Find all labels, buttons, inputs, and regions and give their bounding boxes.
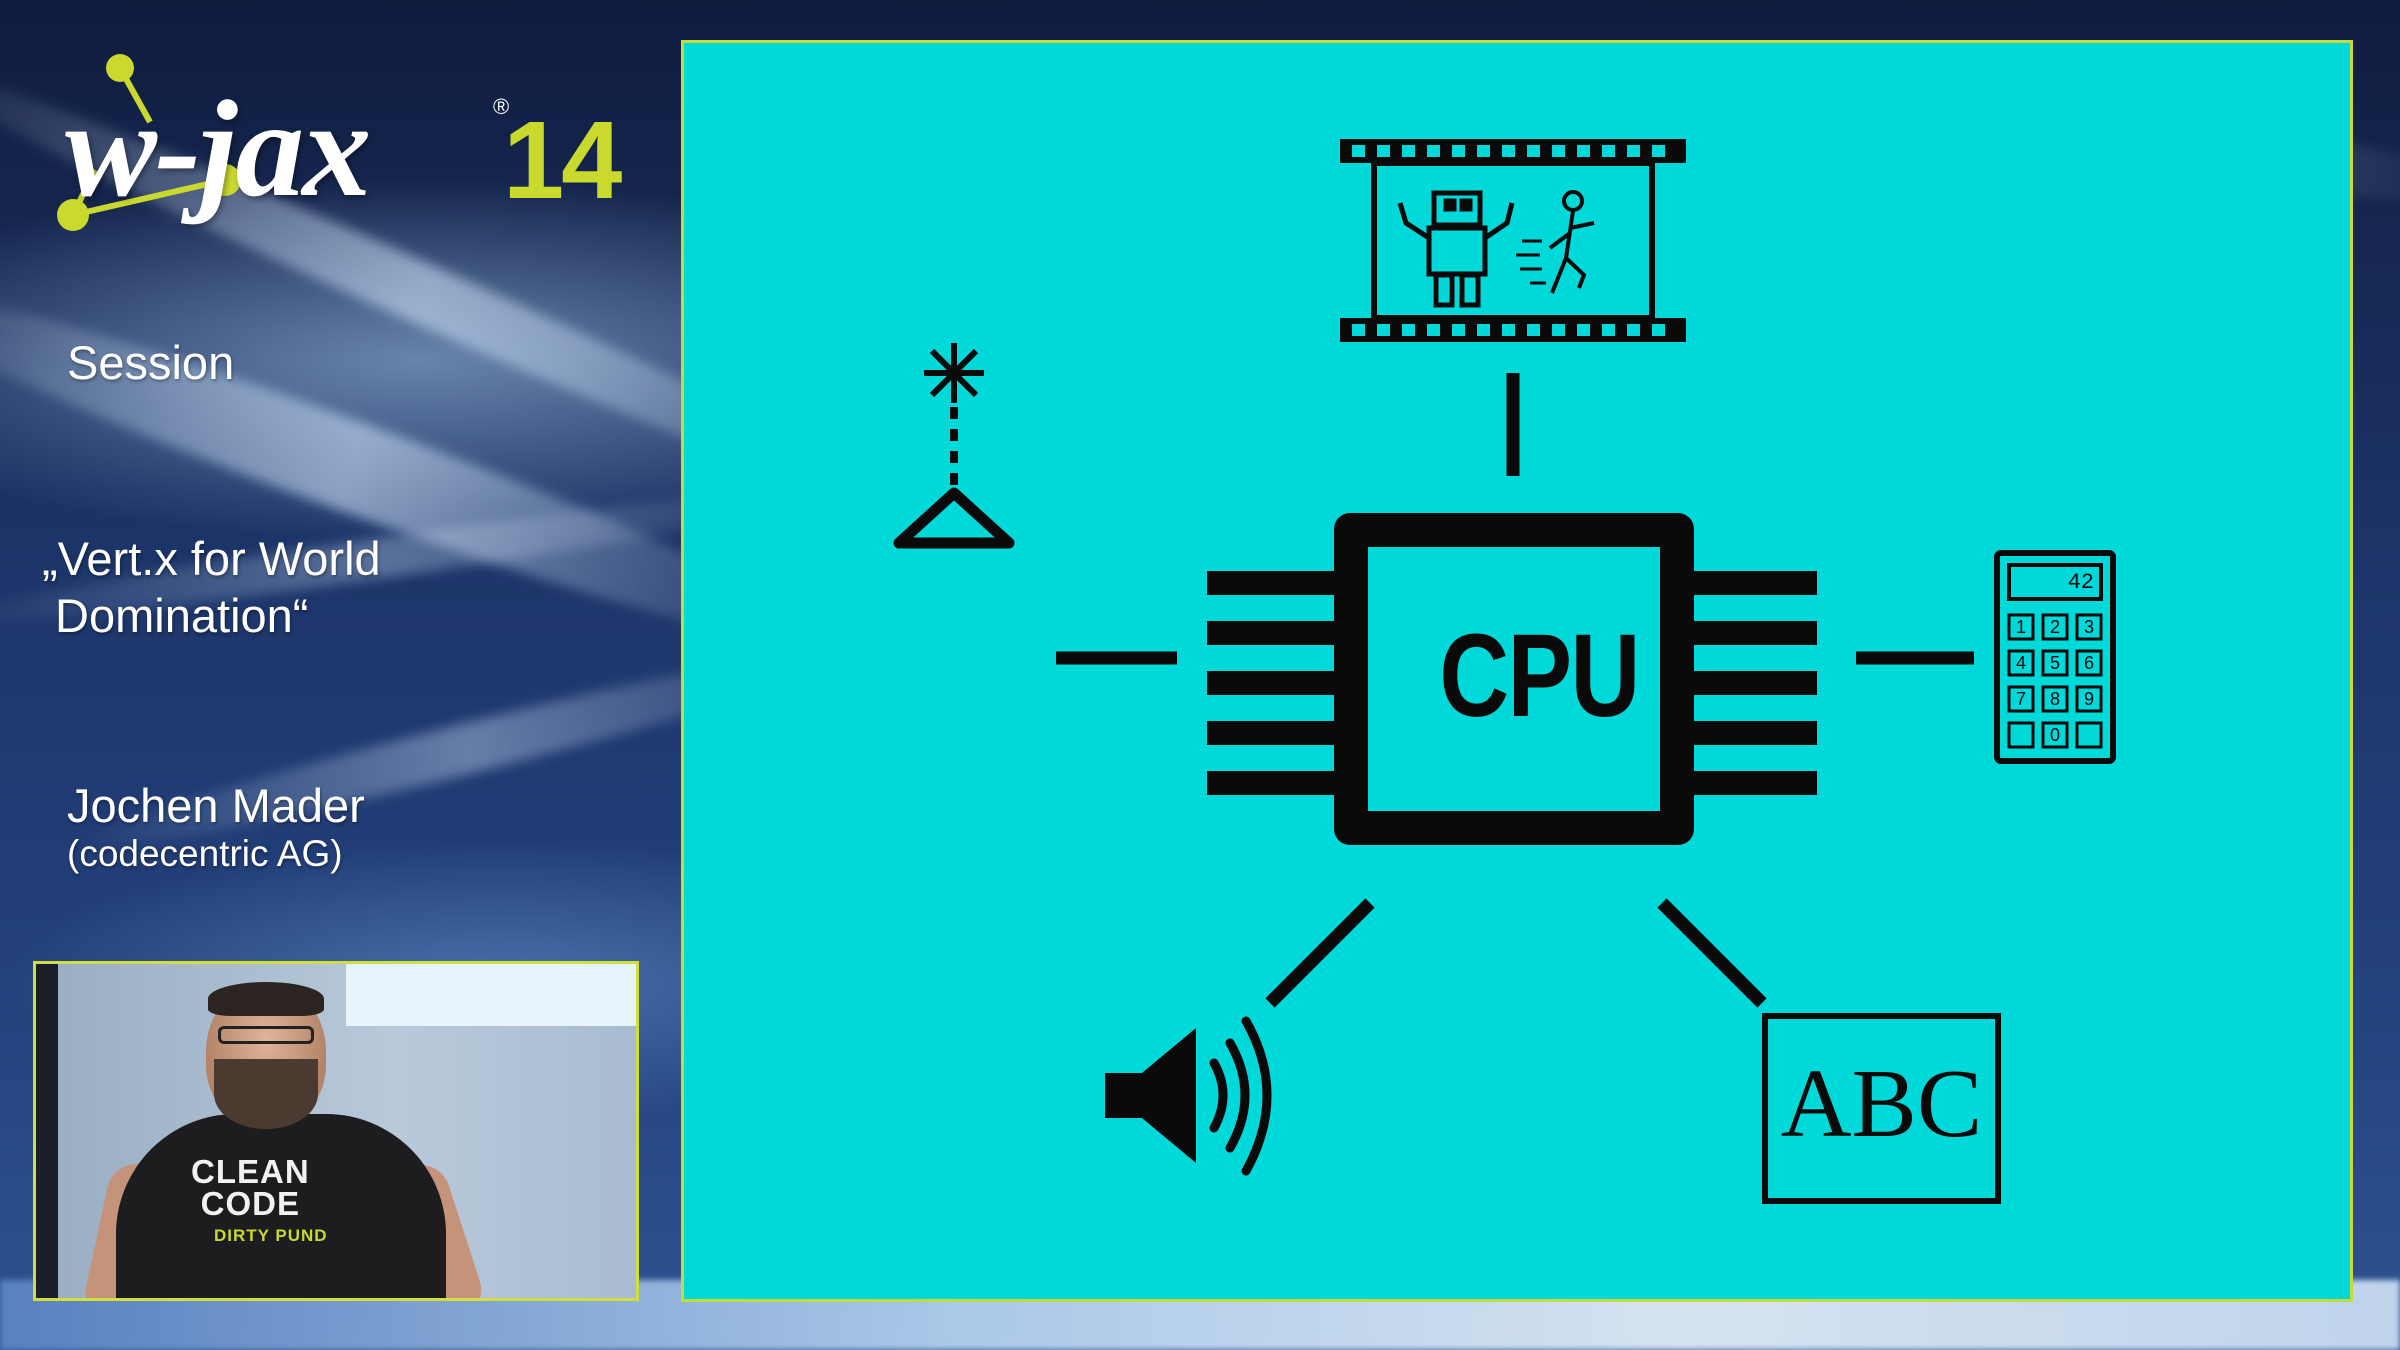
calculator-key: 4 bbox=[2015, 653, 2026, 673]
speaker-name: Jochen Mader bbox=[67, 779, 365, 832]
event-logo: w-jax ® 14 bbox=[55, 50, 655, 240]
abc-box-icon bbox=[1762, 1013, 2001, 1204]
session-label: Session bbox=[67, 336, 235, 389]
calculator-key: 3 bbox=[2083, 617, 2094, 637]
calculator-key: 9 bbox=[2083, 689, 2094, 709]
calculator-key: 6 bbox=[2083, 653, 2094, 673]
robot-icon bbox=[1397, 190, 1515, 308]
speaker-icon bbox=[1105, 1016, 1272, 1176]
shirt-text: CLEAN CODE bbox=[191, 1153, 310, 1222]
logo-wordmark: w-jax bbox=[65, 72, 371, 225]
cpu-chip-icon bbox=[1207, 513, 1817, 845]
abc-label: ABC bbox=[1780, 1050, 1983, 1158]
presentation-slide: CPU ABC 42 1 2 3 4 5 6 7 8 9 0 bbox=[681, 40, 2353, 1302]
calculator-key: 2 bbox=[2049, 617, 2060, 637]
slide-diagram bbox=[893, 139, 2116, 1204]
film-strip-icon bbox=[1340, 139, 1686, 342]
calculator-key: 0 bbox=[2049, 725, 2060, 745]
talk-title: „Vert.x for World Domination“ bbox=[42, 532, 381, 642]
calculator-key: 5 bbox=[2049, 653, 2060, 673]
running-figure-icon bbox=[1516, 190, 1595, 294]
speaker-company: (codecentric AG) bbox=[67, 833, 343, 874]
calculator-display: 42 bbox=[2067, 570, 2094, 595]
cpu-label: CPU bbox=[1439, 610, 1640, 742]
speaker-video: CLEAN CODE DIRTY PUND bbox=[33, 961, 639, 1301]
shirt-subtext: DIRTY PUND bbox=[214, 1226, 328, 1245]
connector-lines bbox=[1056, 373, 1974, 1008]
calculator-icon bbox=[1994, 550, 2116, 764]
antenna-icon bbox=[893, 343, 1015, 549]
calculator-key: 8 bbox=[2049, 689, 2060, 709]
calculator-key: 1 bbox=[2015, 617, 2026, 637]
logo-network-icon bbox=[57, 54, 241, 231]
logo-year: 14 bbox=[503, 99, 622, 222]
calculator-key: 7 bbox=[2015, 689, 2026, 709]
registered-mark: ® bbox=[493, 94, 510, 119]
